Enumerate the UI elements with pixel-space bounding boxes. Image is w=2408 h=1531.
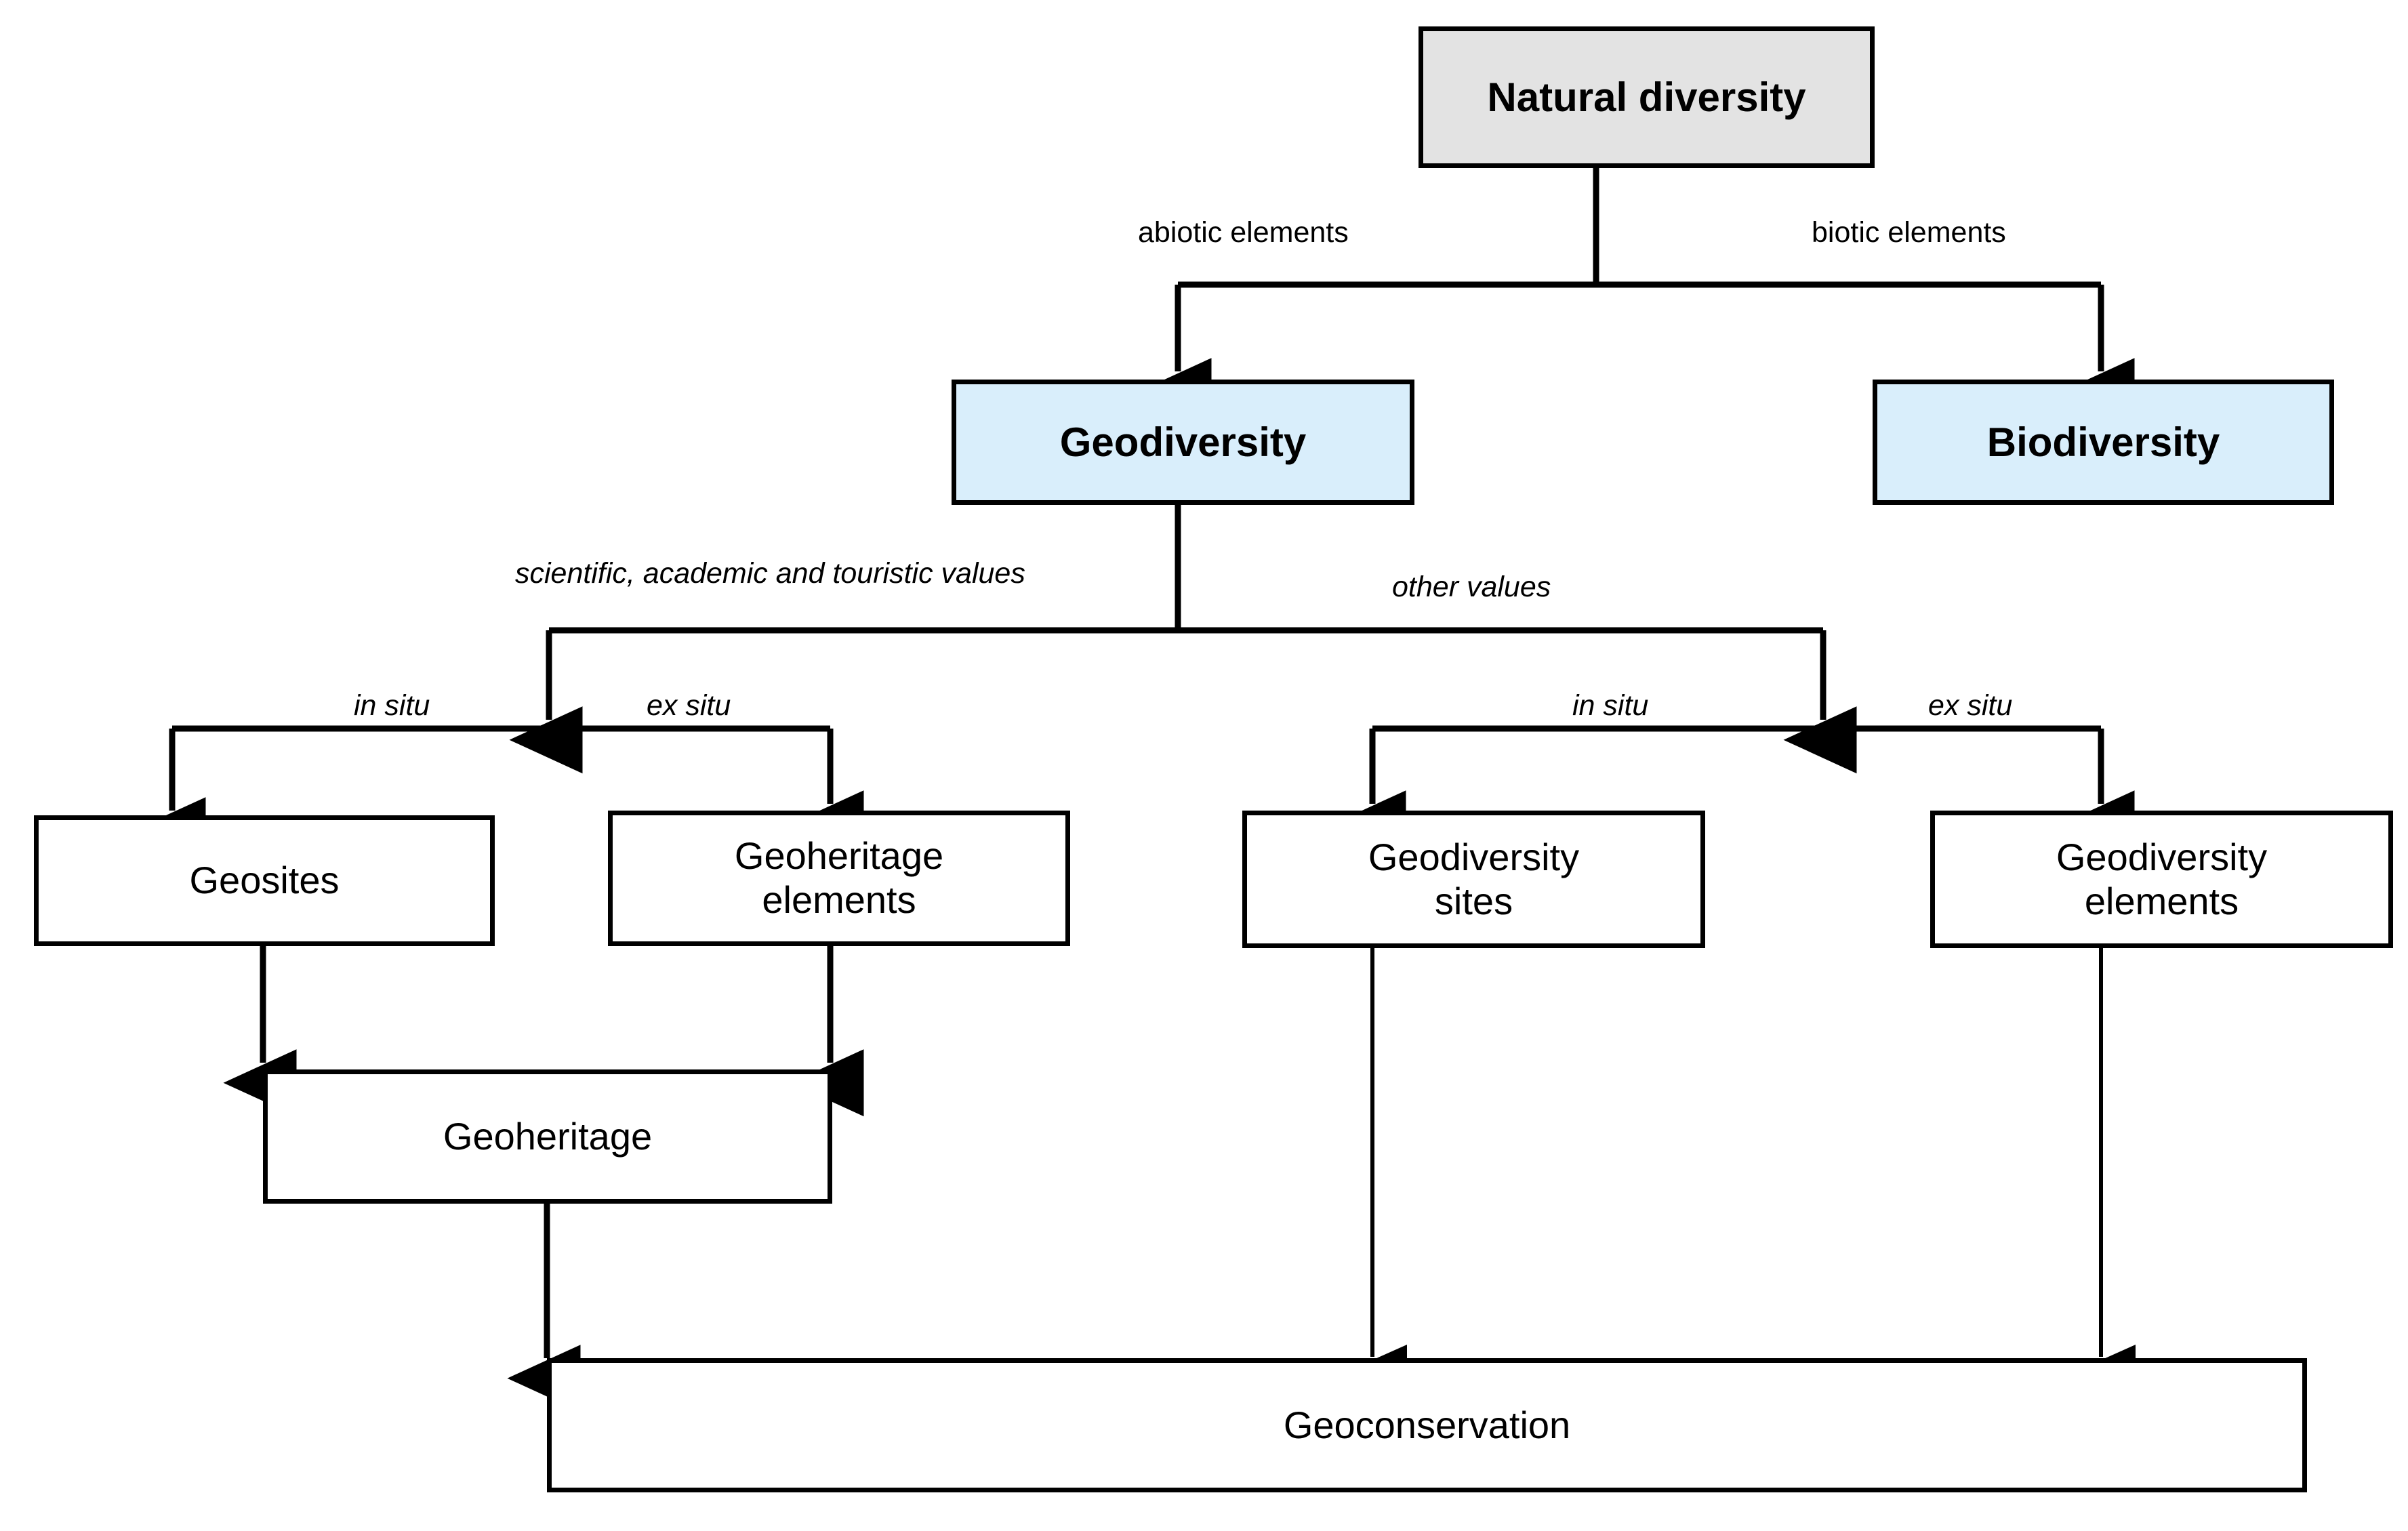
node-natural-diversity-label: Natural diversity (1487, 74, 1806, 120)
edge-label-abiotic-elements: abiotic elements (1138, 216, 1349, 249)
node-geodiversity-label: Geodiversity (1059, 419, 1307, 465)
node-biodiversity[interactable]: Biodiversity (1873, 380, 2334, 505)
edge-label-scientific-values: scientific, academic and touristic value… (515, 557, 1025, 590)
node-geodiversity-sites[interactable]: Geodiversity sites (1242, 811, 1705, 948)
edge-label-in-situ-right: in situ (1572, 689, 1649, 722)
node-geoconservation-label: Geoconservation (1283, 1403, 1571, 1446)
node-geosites-label: Geosites (189, 859, 340, 902)
node-geosites[interactable]: Geosites (34, 815, 495, 946)
node-geodiversity-elements[interactable]: Geodiversity elements (1930, 811, 2393, 948)
node-natural-diversity[interactable]: Natural diversity (1419, 26, 1875, 168)
node-biodiversity-label: Biodiversity (1986, 419, 2220, 465)
edge-label-biotic-elements: biotic elements (1812, 216, 2006, 249)
node-geoheritage-label: Geoheritage (443, 1114, 653, 1158)
edge-label-ex-situ-right: ex situ (1928, 689, 2013, 722)
edge-label-ex-situ-left: ex situ (647, 689, 731, 722)
edge-label-in-situ-left: in situ (354, 689, 430, 722)
node-geoheritage-elements-label: Geoheritage elements (734, 834, 944, 921)
edge-label-other-values: other values (1392, 571, 1551, 603)
node-geodiversity-sites-label: Geodiversity sites (1368, 835, 1580, 922)
node-geodiversity[interactable]: Geodiversity (952, 380, 1414, 505)
node-geoconservation[interactable]: Geoconservation (547, 1358, 2307, 1492)
node-geodiversity-elements-label: Geodiversity elements (2056, 835, 2268, 922)
node-geoheritage-elements[interactable]: Geoheritage elements (608, 811, 1070, 946)
node-geoheritage[interactable]: Geoheritage (263, 1069, 832, 1204)
